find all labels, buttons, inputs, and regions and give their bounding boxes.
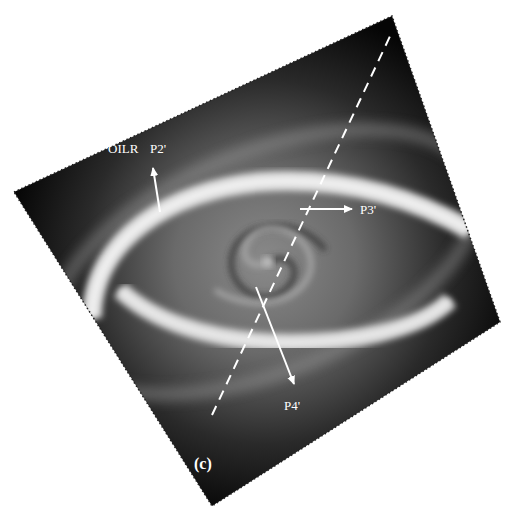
pattern-label: P2': [150, 142, 166, 155]
resonance-label: OILR: [108, 142, 138, 155]
pattern-label: P4': [284, 399, 300, 412]
panel-letter: (c): [194, 456, 212, 472]
pattern-label: P3': [360, 203, 376, 216]
